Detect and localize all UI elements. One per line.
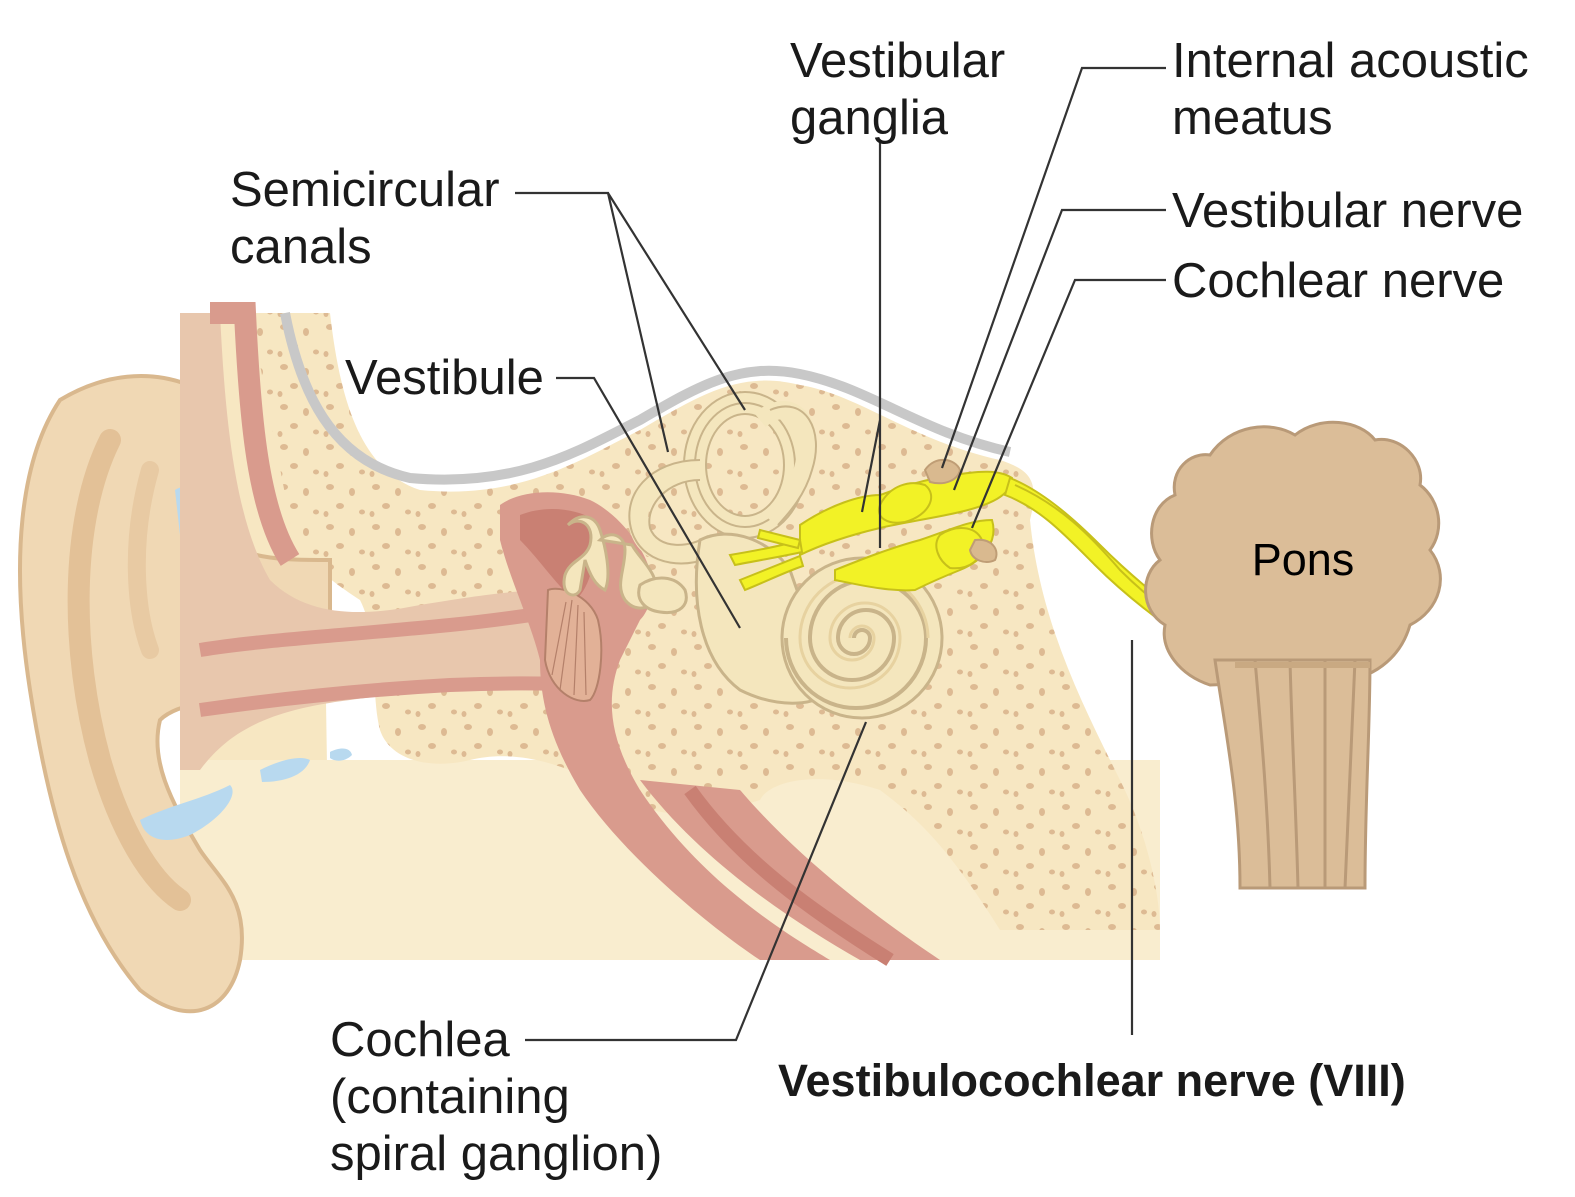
label-vestibular-nerve: Vestibular nerve (1172, 183, 1523, 240)
label-vestibular-ganglia-line2: ganglia (790, 90, 1005, 147)
label-internal-acoustic-meatus-line2: meatus (1172, 90, 1529, 147)
label-vestibulocochlear-nerve: Vestibulocochlear nerve (VIII) (778, 1052, 1406, 1109)
label-cochlea: Cochlea (containing spiral ganglion) (330, 1012, 662, 1183)
brainstem (1146, 422, 1441, 888)
label-internal-acoustic-meatus-line1: Internal acoustic (1172, 33, 1529, 90)
label-vestibule: Vestibule (345, 350, 544, 407)
label-semicircular-canals-line2: canals (230, 219, 500, 276)
label-internal-acoustic-meatus: Internal acoustic meatus (1172, 33, 1529, 147)
label-cochlea-line3: spiral ganglion) (330, 1126, 662, 1183)
label-cochlea-line1: Cochlea (330, 1012, 662, 1069)
label-semicircular-canals-line1: Semicircular (230, 162, 500, 219)
label-semicircular-canals: Semicircular canals (230, 162, 500, 276)
label-cochlear-nerve: Cochlear nerve (1172, 253, 1504, 310)
pons-label: Pons (1252, 534, 1355, 585)
label-vestibular-ganglia: Vestibular ganglia (790, 33, 1005, 147)
label-cochlea-line2: (containing (330, 1069, 662, 1126)
label-vestibular-ganglia-line1: Vestibular (790, 33, 1005, 90)
